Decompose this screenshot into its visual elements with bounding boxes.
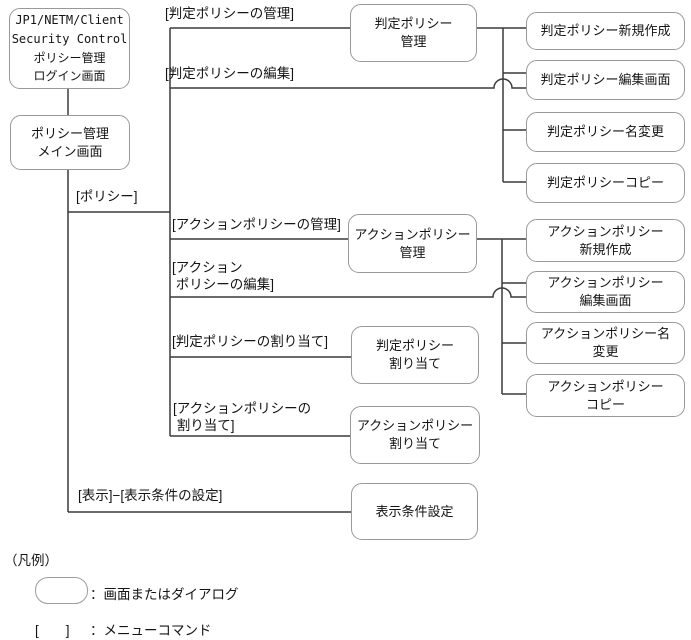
node-login-screen: JP1/NETM/Client Security Control ポリシー管理 … xyxy=(9,8,130,89)
node-judge-policy-assign: 判定ポリシー 割り当て xyxy=(351,326,479,384)
node-action-policy-mgmt: アクションポリシー 管理 xyxy=(348,214,477,273)
legend-screen-desc: ：画面またはダイアログ xyxy=(90,587,239,602)
node-action-policy-rename: アクションポリシー名 変更 xyxy=(526,322,685,364)
edge-judge-edit-hop xyxy=(170,78,526,89)
menu-label-policy: [ポリシー] xyxy=(76,189,138,204)
menu-label-judge-assign: [判定ポリシーの割り当て] xyxy=(172,334,329,349)
menu-label-action-assign: [アクションポリシーの 割り当て] xyxy=(173,401,312,433)
node-action-policy-edit: アクションポリシー 編集画面 xyxy=(526,271,685,313)
menu-label-judge-edit: [判定ポリシーの編集] xyxy=(165,66,295,81)
node-judge-policy-mgmt: 判定ポリシー 管理 xyxy=(350,4,477,62)
node-action-policy-new: アクションポリシー 新規作成 xyxy=(526,219,685,262)
legend-menu-desc: ：メニューコマンド xyxy=(90,623,212,638)
menu-label-judge-mgmt: [判定ポリシーの管理] xyxy=(165,6,295,21)
node-action-policy-copy: アクションポリシー コピー xyxy=(526,374,685,417)
node-display-cond-setting: 表示条件設定 xyxy=(351,483,478,540)
legend-heading: （凡例） xyxy=(4,553,58,568)
node-action-policy-assign: アクションポリシー 割り当て xyxy=(350,406,480,464)
menu-label-action-edit: [アクション ポリシーの編集] xyxy=(172,260,275,292)
node-judge-policy-new: 判定ポリシー新規作成 xyxy=(526,12,685,50)
menu-label-action-mgmt: [アクションポリシーの管理] xyxy=(172,217,341,232)
edge-action-edit-hop xyxy=(170,287,526,298)
node-judge-policy-edit: 判定ポリシー編集画面 xyxy=(526,60,685,100)
node-judge-policy-rename: 判定ポリシー名変更 xyxy=(526,112,685,152)
menu-label-display: [表示]−[表示条件の設定] xyxy=(78,488,223,503)
node-judge-policy-copy: 判定ポリシーコピー xyxy=(526,163,685,203)
legend-menu-sample: [ ] xyxy=(35,623,70,638)
node-main-screen: ポリシー管理 メイン画面 xyxy=(10,115,130,170)
legend-screen-shape xyxy=(35,577,88,604)
